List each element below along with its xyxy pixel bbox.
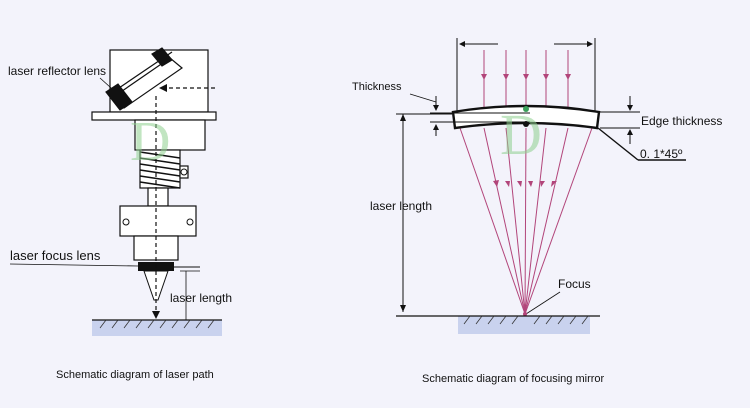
converging-ray-arrows	[493, 180, 557, 187]
right-length-label: laser length	[370, 199, 432, 213]
screw-right	[186, 218, 194, 226]
chamfer-leader	[597, 127, 639, 161]
focus-leader	[525, 291, 561, 315]
work-surface	[92, 320, 222, 336]
mirror-block-left	[105, 83, 133, 111]
focus-label: Focus	[558, 277, 591, 291]
thickness-label: Thickness	[352, 81, 402, 93]
surface-hatching	[99, 319, 215, 329]
thickness-leader	[409, 93, 437, 103]
focusing-lens	[451, 104, 601, 130]
incoming-ray-arrows	[481, 74, 571, 80]
focus-lens-leader	[9, 263, 139, 267]
chamfer-label: 0. 1*45º	[640, 147, 683, 161]
right-surface-hatching	[463, 315, 589, 325]
screw	[180, 168, 188, 176]
reflector-label: laser reflector lens	[8, 64, 106, 78]
lens-top-marker	[523, 106, 529, 112]
body-block	[134, 119, 206, 151]
focus-lens-label: laser focus lens	[10, 248, 101, 263]
left-length-label: laser length	[170, 291, 232, 305]
focal-point	[523, 312, 527, 316]
laser-head-assembly	[91, 47, 217, 261]
converging-rays	[459, 127, 593, 315]
right-caption: Schematic diagram of focusing mirror	[422, 373, 605, 385]
reflector-leader	[99, 77, 121, 97]
nozzle-housing	[119, 205, 197, 237]
left-caption: Schematic diagram of laser path	[56, 369, 214, 381]
aperture-dimension	[456, 38, 596, 112]
screw-left	[122, 218, 130, 226]
right-length-arrow-top	[400, 114, 406, 121]
watermark-right: D	[500, 102, 542, 167]
lens-center-marker	[523, 121, 529, 127]
watermark-left: D	[130, 111, 170, 173]
right-length-arrow-bottom	[400, 305, 406, 312]
edge-thickness-label: Edge thickness	[641, 114, 722, 128]
shaft	[147, 187, 169, 207]
right-work-surface	[458, 316, 590, 334]
mirror-block-top	[151, 47, 173, 67]
spring-coils	[139, 151, 181, 189]
